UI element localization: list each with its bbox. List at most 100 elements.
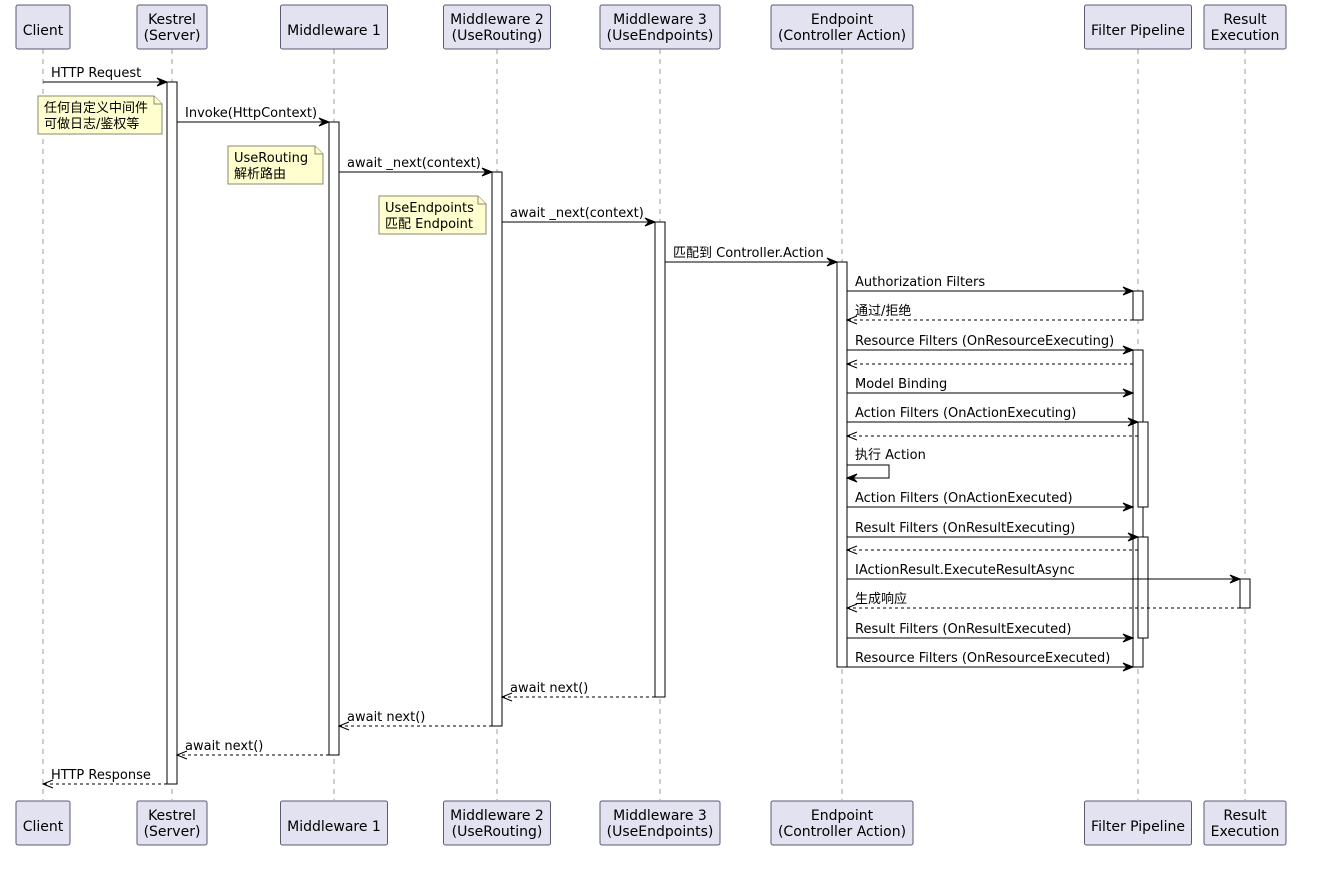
- participant-box: [280, 800, 388, 846]
- activation-bar-filter: [1132, 349, 1144, 668]
- participant-filter-bottom: Filter Pipeline: [1084, 800, 1192, 846]
- message-return: await next(): [175, 739, 329, 760]
- participant-label: Kestrel: [148, 808, 196, 824]
- arrowhead: [1122, 388, 1135, 398]
- message-label: Action Filters (OnActionExecuting): [855, 406, 1076, 421]
- participant-endpoint-top: Endpoint(Controller Action): [770, 4, 914, 50]
- participant-box: [599, 4, 721, 50]
- message-return: await next(): [500, 681, 655, 702]
- participant-box: [136, 800, 208, 846]
- message-label: HTTP Request: [51, 66, 141, 81]
- participant-box: [136, 4, 208, 50]
- message-call: await _next(context): [502, 206, 657, 227]
- participant-label: Filter Pipeline: [1091, 819, 1185, 835]
- message-return: [845, 359, 1133, 369]
- arrowhead: [175, 750, 188, 760]
- message-label: Invoke(HttpContext): [185, 106, 317, 121]
- message-label: await _next(context): [510, 206, 644, 221]
- participant-kestrel-top: Kestrel(Server): [136, 4, 208, 50]
- participant-label: (UseRouting): [452, 824, 543, 840]
- note-text: 解析路由: [234, 166, 286, 182]
- activation-bar-filter: [1132, 290, 1144, 321]
- message-call: IActionResult.ExecuteResultAsync: [847, 563, 1242, 584]
- participant-box: [1084, 4, 1192, 50]
- note-fold: [314, 146, 323, 155]
- note-text: 可做日志/鉴权等: [44, 116, 139, 132]
- participant-label: (UseEndpoints): [607, 28, 714, 44]
- message-call: Model Binding: [847, 377, 1135, 398]
- arrowhead: [500, 692, 513, 702]
- participant-label: Middleware 3: [613, 12, 707, 28]
- note-box: [37, 95, 163, 135]
- activation-bar-endpoint: [836, 261, 848, 668]
- participant-label: Result: [1223, 808, 1267, 824]
- message-label: Resource Filters (OnResourceExecuted): [855, 651, 1110, 666]
- message-label: HTTP Response: [51, 768, 151, 783]
- participant-kestrel-bottom: Kestrel(Server): [136, 800, 208, 846]
- participant-box: [1203, 800, 1287, 846]
- arrowhead: [1122, 286, 1135, 296]
- participant-label: Middleware 2: [450, 12, 544, 28]
- note-text: UseRouting: [234, 151, 308, 166]
- arrowhead: [845, 431, 858, 441]
- participant-mw1-top: Middleware 1: [280, 4, 388, 50]
- activation-bar-kestrel: [166, 81, 178, 785]
- participant-label: Execution: [1211, 824, 1280, 840]
- participant-mw2-top: Middleware 2(UseRouting): [443, 4, 551, 50]
- message-call: Authorization Filters: [847, 275, 1135, 296]
- note-fold: [477, 196, 486, 205]
- arrowhead: [318, 117, 331, 127]
- participant-mw2-bottom: Middleware 2(UseRouting): [443, 800, 551, 846]
- participant-mw3-top: Middleware 3(UseEndpoints): [599, 4, 721, 50]
- participant-box: [280, 4, 388, 50]
- arrowhead: [845, 473, 858, 483]
- note-text: 任何自定义中间件: [44, 100, 148, 116]
- message-return: 通过/拒绝: [845, 303, 1133, 325]
- message-return: [845, 431, 1138, 441]
- participant-label: Middleware 3: [613, 808, 707, 824]
- participant-box: [770, 4, 914, 50]
- message-label: 执行 Action: [855, 448, 926, 463]
- participant-label: (Server): [144, 824, 201, 840]
- arrowhead: [337, 721, 350, 731]
- participant-label: Result: [1223, 12, 1267, 28]
- participant-label: (Controller Action): [778, 824, 906, 840]
- message-arrow: [847, 464, 890, 479]
- participant-label: Filter Pipeline: [1091, 23, 1185, 39]
- participant-label: Middleware 2: [450, 808, 544, 824]
- arrowhead: [845, 359, 858, 369]
- message-call: 执行 Action: [845, 448, 926, 483]
- participant-label: (UseRouting): [452, 28, 543, 44]
- note-text: UseEndpoints: [385, 201, 474, 216]
- activation-bar-filter: [1137, 421, 1149, 508]
- message-label: await _next(context): [347, 156, 481, 171]
- message-label: await next(): [185, 739, 263, 754]
- message-call: await _next(context): [339, 156, 494, 177]
- message-label: 匹配到 Controller.Action: [673, 246, 824, 261]
- participant-client-bottom: Client: [15, 800, 71, 846]
- participant-label: Execution: [1211, 28, 1280, 44]
- message-call: Result Filters (OnResultExecuted): [847, 622, 1135, 643]
- message-label: 通过/拒绝: [855, 303, 911, 319]
- note-box: [227, 145, 324, 185]
- participant-box: [15, 4, 71, 50]
- participant-label: (UseEndpoints): [607, 824, 714, 840]
- message-return: [845, 545, 1138, 555]
- arrowhead: [1127, 532, 1140, 542]
- participant-label: (Server): [144, 28, 201, 44]
- message-label: IActionResult.ExecuteResultAsync: [855, 563, 1075, 578]
- participant-label: Endpoint: [811, 12, 874, 28]
- participant-label: Kestrel: [148, 12, 196, 28]
- arrowhead: [156, 77, 169, 87]
- note-text: 匹配 Endpoint: [385, 217, 473, 232]
- participant-box: [770, 800, 914, 846]
- activation-bar-mw2: [491, 171, 503, 727]
- participant-box: [443, 800, 551, 846]
- participant-label: Middleware 1: [287, 819, 381, 835]
- participant-box: [1084, 800, 1192, 846]
- arrowhead: [845, 315, 858, 325]
